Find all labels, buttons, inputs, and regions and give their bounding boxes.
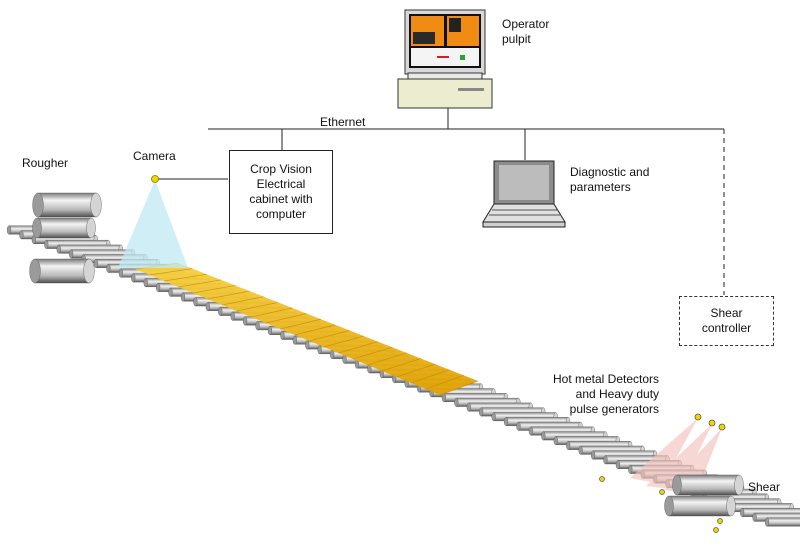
operator-pc-icon (397, 9, 493, 109)
slab (134, 262, 479, 396)
roller (466, 402, 533, 412)
diagnostic-label: Diagnostic and parameters (570, 165, 650, 194)
roller (764, 517, 800, 527)
roller (664, 495, 736, 517)
ethernet-label: Ethernet (320, 115, 366, 129)
camera-icon (151, 175, 159, 183)
roller (29, 258, 95, 284)
rougher-label: Rougher (22, 156, 69, 170)
roller (32, 217, 96, 239)
shear-roll-icon (664, 474, 744, 517)
roller (672, 474, 744, 496)
camera-beam (118, 180, 188, 268)
detector-icon (599, 413, 726, 533)
operator-pulpit-label: Operator pulpit (502, 17, 550, 46)
laptop-icon (482, 160, 566, 228)
roller (32, 192, 102, 218)
detectors-label: Hot metal Detectors and Heavy duty pulse… (553, 372, 660, 416)
roller (578, 445, 645, 455)
camera-label: Camera (133, 149, 176, 163)
crop-vision-box: Crop Vision Electrical cabinet with comp… (229, 150, 333, 234)
shear-label: Shear (748, 480, 781, 494)
shear-controller-box: Shear controller (679, 296, 774, 346)
rougher-rolls (29, 192, 102, 284)
network-lines (157, 108, 725, 295)
